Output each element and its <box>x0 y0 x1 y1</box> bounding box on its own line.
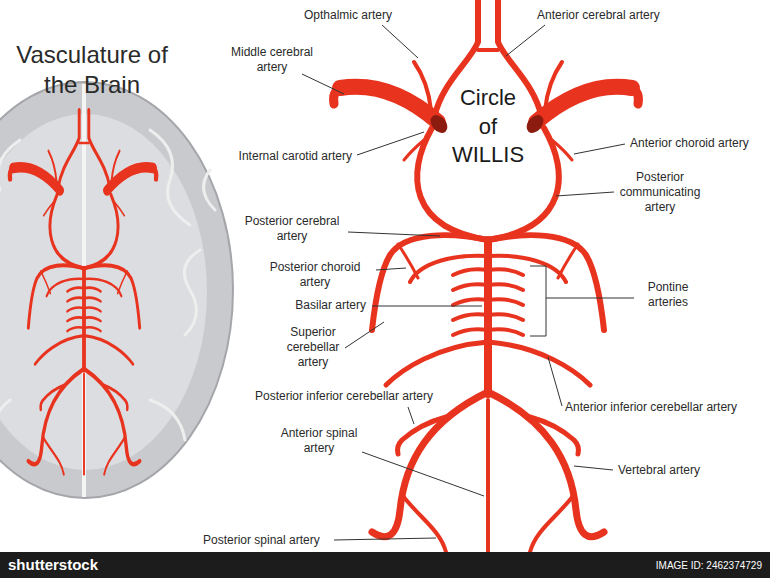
artery-label: Posterior cerebral artery <box>237 214 347 244</box>
artery-label: Posterior spinal artery <box>203 533 320 548</box>
artery-label: Superior cerebellar artery <box>278 325 348 370</box>
artery-label: Posterior choroid artery <box>258 260 373 290</box>
artery-label: Opthalmic artery <box>304 8 392 23</box>
artery-label: Internal carotid artery <box>239 149 352 164</box>
leader-lines <box>302 25 634 540</box>
artery-label: Basilar artery <box>295 298 366 313</box>
diagram-heading: Circle of WILLIS <box>438 84 538 170</box>
watermark-text: shutterstock <box>8 556 98 575</box>
diagram-title: Vasculature of the Brain <box>5 40 180 100</box>
artery-label: Posterior inferior cerebellar artery <box>255 389 433 404</box>
artery-label: Pontine arteries <box>638 280 698 310</box>
artery-label: Posterior communicating artery <box>613 170 708 215</box>
artery-label: Anterior spinal artery <box>279 426 359 456</box>
artery-label: Anterior cerebral artery <box>537 8 660 23</box>
artery-label: Anterior inferior cerebellar artery <box>565 400 737 415</box>
artery-label: Anterior choroid artery <box>630 136 749 151</box>
artery-label: Middle cerebral artery <box>225 45 320 75</box>
footer-bar <box>0 552 770 578</box>
artery-label: Vertebral artery <box>618 463 700 478</box>
watermark-text: IMAGE ID: 2462374729 <box>656 560 762 573</box>
